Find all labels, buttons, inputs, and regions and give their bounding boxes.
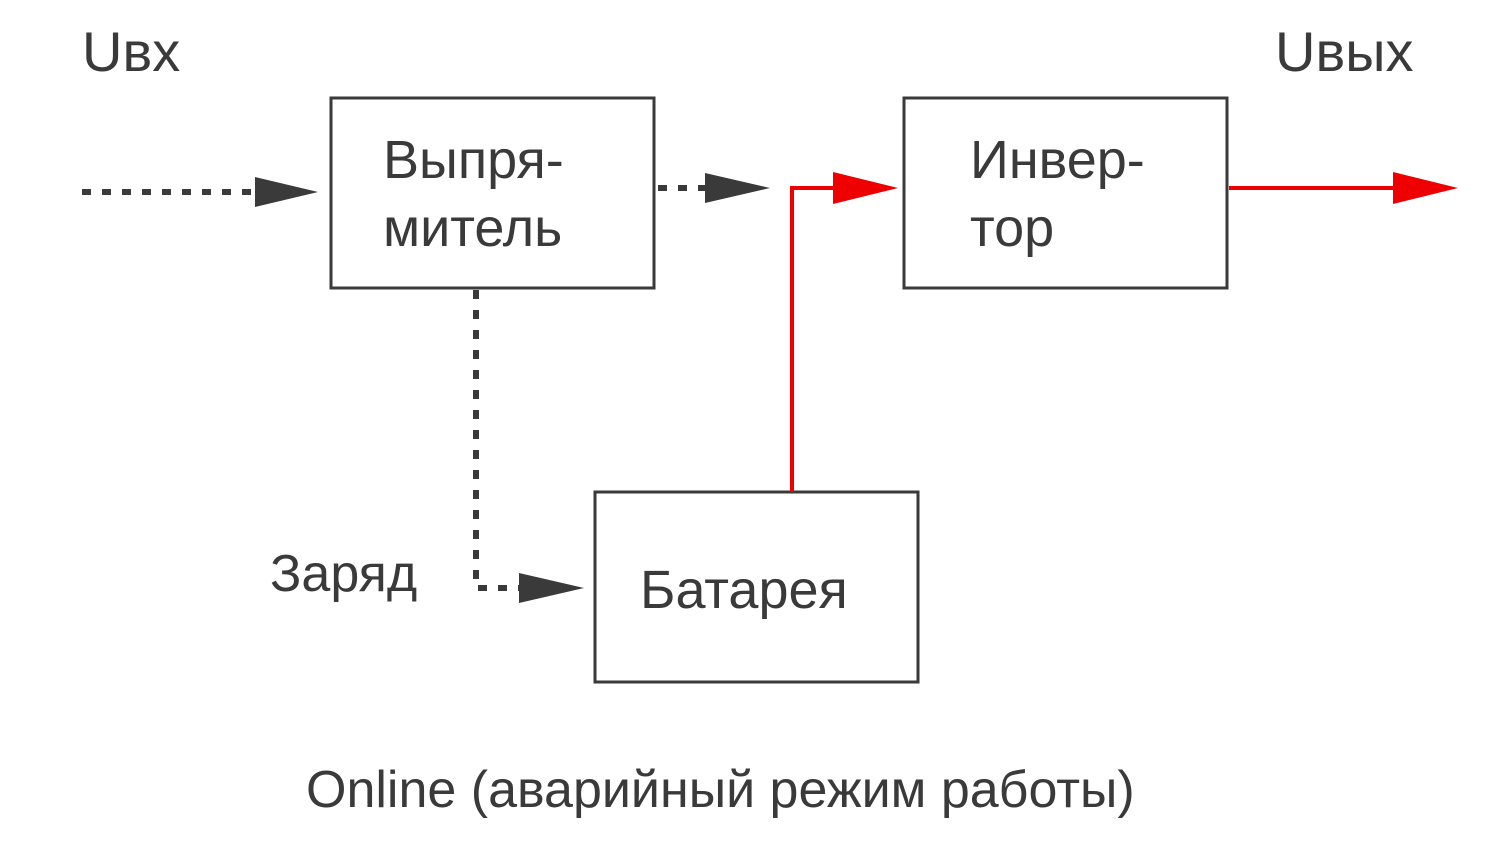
battery-block bbox=[593, 490, 920, 684]
inverter-label-line1: Инвер- bbox=[970, 130, 1145, 190]
charge-dotted-path bbox=[473, 290, 520, 591]
battery-to-inverter-path bbox=[790, 186, 834, 492]
rectifier-label: Выпря- митель bbox=[383, 126, 564, 262]
rectifier-label-line2: митель bbox=[383, 198, 563, 258]
output-voltage-label: Uвых bbox=[1275, 20, 1414, 83]
inverter-label: Инвер- тор bbox=[970, 126, 1145, 262]
diagram-caption: Online (аварийный режим работы) bbox=[306, 761, 1135, 819]
inverter-block bbox=[902, 96, 1229, 290]
input-arrowhead bbox=[255, 177, 318, 207]
battery-to-inverter-arrowhead bbox=[833, 172, 898, 204]
charge-arrowhead bbox=[519, 573, 584, 603]
rectifier-output-arrowhead bbox=[705, 173, 770, 203]
output-arrowhead bbox=[1393, 172, 1458, 204]
battery-label: Батарея bbox=[640, 560, 848, 620]
inverter-label-line2: тор bbox=[970, 198, 1055, 258]
charge-label: Заряд bbox=[270, 545, 418, 603]
input-voltage-label: Uвх bbox=[82, 20, 181, 83]
rectifier-label-line1: Выпря- bbox=[383, 130, 564, 190]
rectifier-block bbox=[329, 96, 656, 290]
